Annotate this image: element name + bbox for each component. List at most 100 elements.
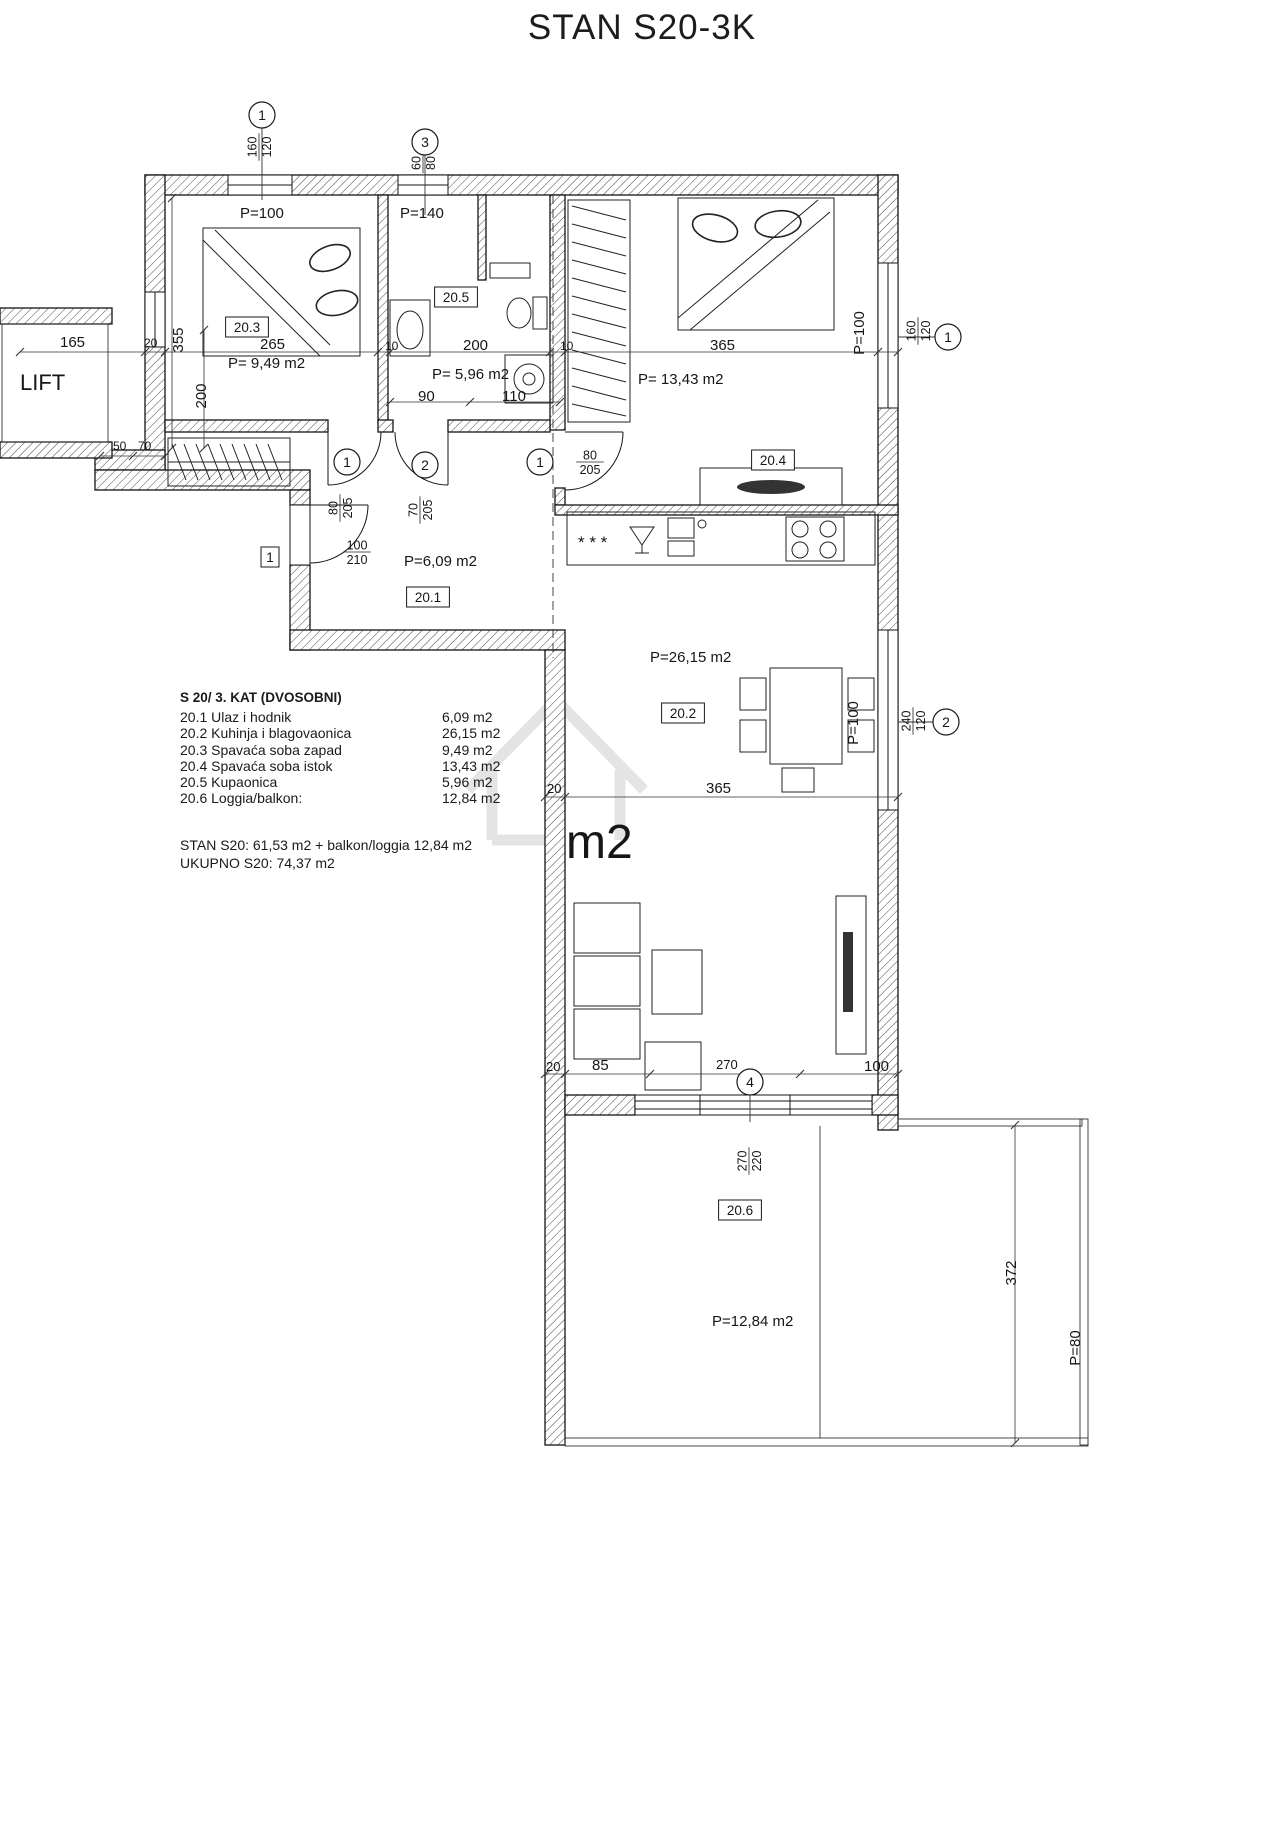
- svg-text:20.4: 20.4: [760, 453, 787, 468]
- svg-text:20.6: 20.6: [727, 1203, 753, 1218]
- furniture: [167, 197, 876, 1091]
- washbasin: [396, 310, 424, 350]
- legend-heading: S 20/ 3. KAT (DVOSOBNI): [180, 690, 342, 705]
- svg-text:2: 2: [942, 714, 950, 730]
- dimension-label: 372: [1003, 1260, 1020, 1285]
- dimension-label: P= 13,43 m2: [638, 371, 723, 388]
- dimension-label: 100: [864, 1058, 889, 1075]
- legend-total-line: UKUPNO S20: 74,37 m2: [180, 855, 335, 872]
- doors: [309, 431, 624, 564]
- balcony-glazing: [634, 1094, 873, 1116]
- wall-203-205: [377, 194, 389, 424]
- svg-text:120: 120: [914, 711, 928, 732]
- hall-closet: [167, 437, 291, 487]
- dimension-label: 265: [260, 336, 285, 353]
- wall-bath-partition: [477, 194, 487, 281]
- svg-text:20.5: 20.5: [443, 290, 469, 305]
- sink-bowl-2: [667, 540, 695, 557]
- door-bedroom-west: [327, 431, 382, 486]
- bathroom-fixtures: [389, 262, 554, 404]
- axis-marker: 1: [333, 448, 361, 476]
- svg-text:205: 205: [421, 500, 435, 521]
- svg-text:2: 2: [421, 457, 429, 473]
- svg-text:220: 220: [750, 1151, 764, 1172]
- wall-205-bottom: [447, 419, 551, 433]
- room-id-box: 20.2: [661, 702, 705, 724]
- wall-west-long: [544, 649, 566, 1446]
- cooktop: [785, 516, 845, 562]
- dimension-label: 200: [193, 383, 210, 408]
- axis-marker: 4: [736, 1068, 764, 1096]
- window-top-grid1: [227, 174, 293, 196]
- wall-kitchen-bottom-b: [871, 1094, 899, 1116]
- svg-text:60: 60: [410, 156, 424, 170]
- svg-text:1: 1: [343, 454, 351, 470]
- dimension-label: P=140: [400, 205, 444, 222]
- dimension-label: 70: [138, 439, 152, 453]
- legend: S 20/ 3. KAT (DVOSOBNI) 20.1 Ulaz i hodn…: [180, 690, 550, 872]
- dimension-label: P=100: [851, 311, 868, 355]
- toilet-tank: [532, 296, 548, 330]
- toilet-bowl: [506, 297, 532, 329]
- room-id-box: 20.1: [406, 586, 450, 608]
- svg-text:240: 240: [900, 711, 914, 732]
- dimension-label: 20: [144, 336, 158, 350]
- axis-marker: 1: [934, 323, 962, 351]
- door-bathroom: [394, 431, 449, 486]
- dining-table: [769, 667, 843, 765]
- dimension-label: 10: [385, 339, 399, 353]
- dimension-label: 355: [170, 327, 187, 352]
- page-title: STAN S20-3K: [527, 8, 757, 47]
- svg-text:80: 80: [583, 449, 597, 463]
- dimension-label: 90: [418, 388, 435, 405]
- dimension-lines: [15, 193, 1020, 1448]
- desk-east: [699, 467, 843, 506]
- wall-hall-left-a: [289, 489, 311, 506]
- wall-203-bottom: [164, 419, 329, 433]
- svg-text:160: 160: [905, 321, 919, 342]
- window-top-grid3: [397, 174, 449, 196]
- dining-set: [739, 667, 875, 793]
- wall-lift-bottom: [0, 441, 113, 459]
- dimension-label: * * *: [578, 533, 608, 552]
- wall-lift-top: [0, 307, 113, 325]
- axis-marker: 1: [526, 448, 554, 476]
- coffee-table: [651, 949, 703, 1015]
- svg-text:1: 1: [258, 107, 266, 123]
- svg-text:80: 80: [424, 156, 438, 170]
- dimension-label: 365: [710, 337, 735, 354]
- room-id-boxes: 20.3 20.5 20.4 20.1 20.2 20.6 1: [225, 286, 795, 1221]
- dimension-label: 200: [463, 337, 488, 354]
- loggia-bottom-rail: [564, 1437, 1089, 1447]
- tv-unit: [835, 895, 867, 1055]
- lift-shaft: [1, 323, 109, 443]
- svg-text:80: 80: [327, 501, 341, 515]
- legend-row: 20.6 Loggia/balkon:12,84 m2: [180, 790, 501, 807]
- axis-marker: 1: [248, 101, 276, 129]
- svg-text:205: 205: [580, 463, 601, 477]
- svg-text:20.1: 20.1: [415, 590, 441, 605]
- door-entrance: [309, 504, 369, 564]
- bed-west: [202, 227, 361, 357]
- dimension-label: 20: [546, 1059, 560, 1074]
- dimension-label: 165: [60, 334, 85, 351]
- window-right-grid2: [877, 629, 899, 811]
- svg-text:1: 1: [266, 550, 274, 565]
- svg-text:20.3: 20.3: [234, 320, 260, 335]
- room-id-box: 20.6: [718, 1199, 762, 1221]
- loggia-top-rail: [897, 1118, 1083, 1127]
- svg-text:1: 1: [944, 329, 952, 345]
- door-bedroom-east: [564, 431, 624, 491]
- dimension-label: 10: [560, 339, 574, 353]
- bed-east: [677, 197, 835, 331]
